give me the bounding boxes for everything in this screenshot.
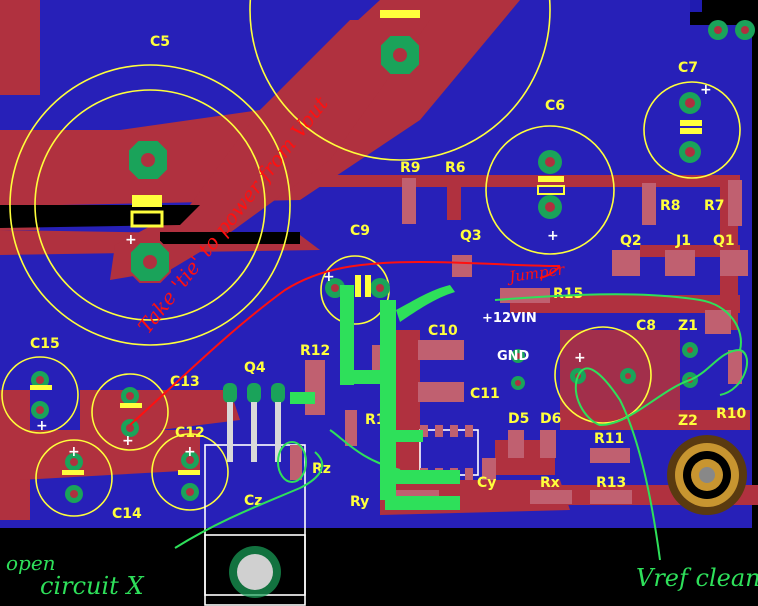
label-r12: R12 xyxy=(300,343,330,359)
label-r7: R7 xyxy=(704,198,725,214)
label-c6: C6 xyxy=(545,98,565,114)
pad xyxy=(370,278,390,298)
label-q4: Q4 xyxy=(244,360,266,376)
mounting-hole xyxy=(667,435,747,515)
label-ry: Ry xyxy=(350,494,369,510)
label-c15: C15 xyxy=(30,336,60,352)
pad xyxy=(679,141,701,163)
label-cy: Cy xyxy=(477,475,496,491)
c12-outline xyxy=(151,433,229,511)
c13-outline xyxy=(91,373,169,451)
svg-text:+: + xyxy=(323,269,335,285)
label-c12: C12 xyxy=(175,425,205,441)
silkscreen-labels: C5 C6 C7 C8 C9 C10 C11 C12 C13 C14 C15 R… xyxy=(30,34,747,522)
c14-outline xyxy=(35,439,113,517)
svg-text:+: + xyxy=(68,444,80,460)
pad xyxy=(379,34,421,76)
pad xyxy=(65,485,83,503)
label-12vin: +12VIN xyxy=(482,311,537,326)
c4-outline xyxy=(249,0,551,161)
polarity-plus-signs: + + + + + + + + + xyxy=(36,82,712,460)
pad xyxy=(65,453,83,471)
pad xyxy=(181,483,199,501)
label-r11: R11 xyxy=(594,431,624,447)
label-c8: C8 xyxy=(636,318,656,334)
green-open-text: open xyxy=(6,551,56,575)
c8-outline xyxy=(554,326,652,424)
label-r15: R15 xyxy=(553,286,583,302)
label-c9: C9 xyxy=(350,223,370,239)
label-r10: R10 xyxy=(716,406,747,422)
label-r6: R6 xyxy=(445,160,466,176)
label-j1: J1 xyxy=(675,233,691,249)
c5-outline xyxy=(34,89,266,321)
pad xyxy=(679,92,701,114)
label-r13: R13 xyxy=(596,475,626,491)
label-r9: R9 xyxy=(400,160,421,176)
svg-text:+: + xyxy=(122,433,134,449)
red-wire-path xyxy=(129,260,561,426)
green-vref-trace xyxy=(574,348,749,561)
green-vref-text: Vref clean xyxy=(636,564,758,592)
svg-text:+: + xyxy=(574,350,586,366)
label-q3: Q3 xyxy=(460,228,482,244)
label-rx: Rx xyxy=(540,475,560,491)
label-c10: C10 xyxy=(428,323,458,339)
green-jumper-bars xyxy=(290,285,460,510)
label-c5: C5 xyxy=(150,34,170,50)
pad xyxy=(511,376,525,390)
svg-text:+: + xyxy=(700,82,712,98)
pad xyxy=(620,368,636,384)
pad xyxy=(538,195,562,219)
red-annotation xyxy=(129,260,561,426)
pad xyxy=(511,349,525,363)
svg-text:+: + xyxy=(36,418,48,434)
pad xyxy=(121,387,139,405)
label-d5: D5 xyxy=(508,411,529,427)
label-c11: C11 xyxy=(470,386,500,402)
pad xyxy=(735,20,755,40)
pad xyxy=(682,342,698,358)
label-r8: R8 xyxy=(660,198,681,214)
pad xyxy=(121,419,139,437)
label-gnd: GND xyxy=(497,349,530,364)
q4-mounting-hole xyxy=(229,546,281,598)
label-cz: Cz xyxy=(244,493,262,509)
q4-legs xyxy=(227,402,281,462)
green-arrow-open-circuit xyxy=(174,451,324,549)
q4-pad xyxy=(247,383,261,403)
c5-outline-outer xyxy=(9,64,291,346)
pad xyxy=(538,150,562,174)
svg-text:+: + xyxy=(547,228,559,244)
c6-outline xyxy=(485,125,615,255)
polarity-marks xyxy=(30,10,702,475)
label-z1: Z1 xyxy=(678,318,698,334)
c7-outline xyxy=(643,81,741,179)
c15-outline xyxy=(1,356,79,434)
q4-pad xyxy=(271,383,285,403)
label-q1: Q1 xyxy=(713,233,735,249)
q4-pad xyxy=(223,383,237,403)
pad xyxy=(31,371,49,389)
svg-text:+: + xyxy=(125,232,137,248)
pad xyxy=(708,20,728,40)
label-q2: Q2 xyxy=(620,233,642,249)
label-c14: C14 xyxy=(112,506,142,522)
pad xyxy=(129,241,171,283)
pad xyxy=(127,139,169,181)
label-d6: D6 xyxy=(540,411,561,427)
svg-text:+: + xyxy=(184,444,196,460)
pad xyxy=(31,401,49,419)
label-c13: C13 xyxy=(170,374,200,390)
pad xyxy=(181,451,199,469)
board-edge xyxy=(0,528,758,532)
green-circuit-text: circuit X xyxy=(40,572,144,600)
label-c7: C7 xyxy=(678,60,698,76)
label-z2: Z2 xyxy=(678,413,698,429)
